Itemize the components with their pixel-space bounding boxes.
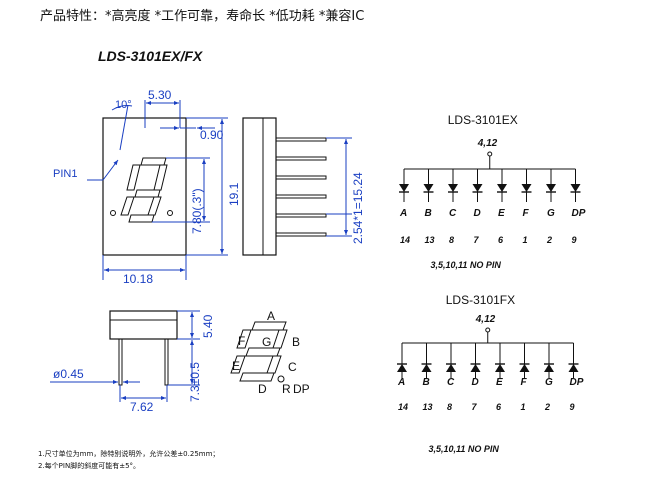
digit-width-dim: 5.30: [148, 88, 172, 102]
segment-label: DP: [570, 377, 584, 388]
led-diode: [544, 364, 554, 372]
led-diode: [546, 184, 556, 192]
segment-r-label: R: [282, 382, 291, 396]
segment-label: B: [423, 377, 430, 388]
note-1: 1.尺寸单位为mm，除特别说明外，允许公差±0.25mm；: [38, 450, 220, 458]
pin-number: 9: [570, 402, 575, 412]
common-node: [485, 327, 491, 333]
note-2: 2.每个PIN脚的斜度可能有±5°。: [38, 462, 141, 470]
led-diode: [446, 364, 456, 372]
led-diode: [495, 364, 505, 372]
led-diode: [421, 364, 432, 372]
segment-width-dim: 0.90: [200, 128, 224, 142]
row-spacing-dim: 7.62: [130, 400, 154, 414]
led-diode: [519, 364, 530, 372]
segment-label: D: [474, 208, 481, 219]
led-diode: [470, 364, 481, 372]
base-height-dim: 5.40: [201, 314, 215, 338]
digit-height-dim: 7.80(.3"): [190, 188, 204, 234]
segment-label: F: [521, 377, 528, 388]
segment-label: E: [496, 377, 503, 388]
pin-number: 2: [546, 235, 552, 245]
segment-label: C: [447, 377, 455, 388]
led-diode: [397, 364, 407, 372]
pin-number: 7: [472, 402, 478, 412]
pin-number: 14: [398, 402, 408, 412]
segment-label: G: [545, 377, 553, 388]
pin-number: 13: [425, 235, 435, 245]
led-diode: [497, 184, 507, 192]
segment-f-label: F: [238, 334, 245, 348]
pin1-label: PIN1: [53, 168, 77, 180]
segment-label: D: [472, 377, 479, 388]
pin-number: 1: [521, 402, 526, 412]
angle-dim: 10°: [115, 99, 132, 111]
segment-b-label: B: [292, 335, 300, 349]
segment-label: C: [449, 208, 457, 219]
segment-dp-label: DP: [293, 382, 310, 396]
led-diode: [568, 364, 579, 372]
pin-number: 8: [449, 235, 454, 245]
segment-label: A: [399, 208, 407, 219]
segment-label: B: [425, 208, 432, 219]
pitch-dim: 2.54*1=15.24: [351, 172, 365, 244]
pin-number: 2: [544, 402, 550, 412]
circuit-title: LDS-3101EX: [448, 113, 518, 127]
led-diode: [570, 184, 581, 192]
width-dim: 10.18: [123, 272, 153, 286]
common-pins-label: 4,12: [475, 314, 496, 325]
pin-number: 9: [572, 235, 577, 245]
segment-label: F: [523, 208, 530, 219]
pin-number: 1: [523, 235, 528, 245]
segment-e-label: E: [232, 359, 240, 373]
model-title: LDS-3101EX/FX: [98, 48, 203, 64]
segment-a-label: A: [267, 309, 275, 323]
side-pins: [275, 137, 327, 237]
led-diode: [399, 184, 409, 192]
circuit-title: LDS-3101FX: [446, 293, 515, 307]
height-dim: 19.1: [227, 182, 241, 206]
pin-number: 6: [498, 235, 504, 245]
no-pin-label: 3,5,10,11 NO PIN: [431, 260, 502, 270]
circuit-0: LDS-3101EX 4,12A 14 B 13 C 8 D 7 E 6 F 1 G 2 DP 9 3,5,10,…: [399, 113, 586, 270]
digit-outline: [120, 157, 168, 223]
segment-g-label: G: [262, 335, 271, 349]
bottom-body: [109, 310, 178, 340]
circuit-diagrams: LDS-3101EX4,12A14B13C8D7E6F1G2DP93,5,10,…: [397, 113, 586, 454]
pin-number: 8: [447, 402, 452, 412]
pin-number: 14: [400, 235, 410, 245]
pin-number: 13: [423, 402, 433, 412]
segment-label: E: [498, 208, 505, 219]
side-view: [242, 117, 352, 256]
segment-c-label: C: [288, 360, 297, 374]
led-diode: [472, 184, 483, 192]
front-body: [102, 117, 187, 256]
led-diode: [521, 184, 532, 192]
pin-number: 6: [496, 402, 502, 412]
segment-d-label: D: [258, 382, 267, 396]
side-body: [242, 117, 277, 256]
segment-label: DP: [572, 208, 586, 219]
led-diode: [448, 184, 458, 192]
pin-length-dim: 7.3±0.5: [188, 362, 202, 402]
pin-number: 7: [474, 235, 480, 245]
front-view: [87, 100, 228, 280]
segment-map: [230, 321, 288, 383]
features-header: 产品特性：*高亮度 *工作可靠，寿命长 *低功耗 *兼容IC: [40, 9, 365, 24]
segment-label: A: [397, 377, 405, 388]
led-diode: [423, 184, 434, 192]
common-node: [487, 151, 493, 157]
pin-diameter-dim: ø0.45: [53, 367, 84, 381]
segment-label: G: [547, 208, 555, 219]
no-pin-label: 3,5,10,11 NO PIN: [429, 444, 500, 454]
common-pins-label: 4,12: [477, 138, 498, 149]
circuit-1: LDS-3101FX 4,12A 14 B 13 C 8 D 7 E 6 F 1 G 2 DP 9 3,5,10,…: [397, 293, 584, 454]
bottom-view: [50, 310, 200, 402]
